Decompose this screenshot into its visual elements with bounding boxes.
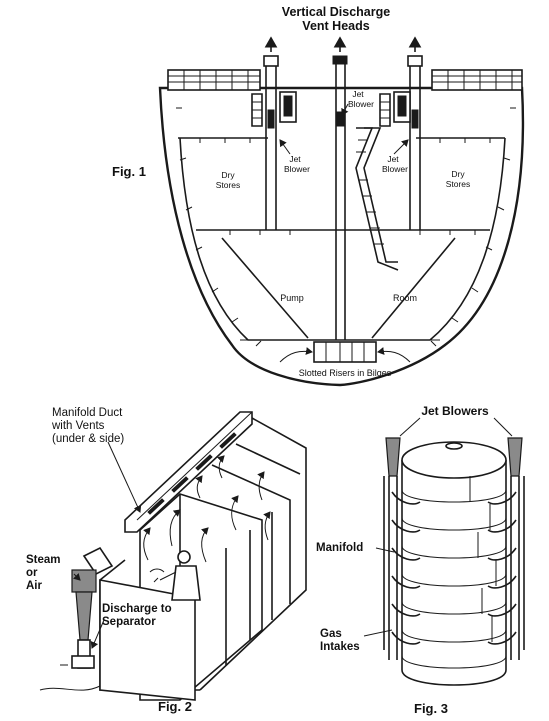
manifold-rings — [391, 491, 517, 645]
worker-figure — [149, 550, 201, 601]
dry-stores-left-line1: Dry — [221, 170, 235, 180]
room-label: Room — [393, 293, 417, 303]
pump-room-walls — [221, 237, 456, 339]
jet-blowers-label: Jet Blowers — [421, 404, 489, 418]
tank-rings — [401, 476, 507, 669]
fig2-manifold-room — [39, 411, 307, 701]
bilge-risers — [279, 341, 411, 363]
left-jet-blower — [383, 437, 401, 660]
fig2-caption: Fig. 2 — [158, 699, 192, 714]
fig1-title-line2: Vent Heads — [302, 19, 369, 33]
jet-blower-center-line2: Blower — [348, 99, 374, 109]
steam-line2: or — [26, 567, 38, 579]
dry-stores-right-line2: Stores — [446, 179, 471, 189]
tank-body — [401, 460, 507, 686]
manifold-duct-line1: Manifold Duct — [52, 407, 123, 419]
discharge-line2: Separator — [102, 616, 156, 628]
right-superstructure — [431, 69, 523, 91]
manifold-label: Manifold — [316, 542, 363, 554]
hull-outline — [158, 86, 525, 387]
pump-label: Pump — [280, 293, 304, 303]
dry-stores-left-line2: Stores — [216, 180, 241, 190]
fig3-caption: Fig. 3 — [414, 701, 448, 716]
fig1-title-line1: Vertical Discharge — [282, 5, 390, 19]
staircase — [355, 127, 399, 271]
jet-blower-right-line1: Jet — [387, 154, 399, 164]
right-vent-head — [379, 36, 423, 230]
jet-blower-left-line1: Jet — [289, 154, 301, 164]
jet-blower-left-line2: Blower — [284, 164, 310, 174]
jet-blower-right-line2: Blower — [382, 164, 408, 174]
jet-blower-center-line1: Jet — [352, 89, 364, 99]
hull-ribs — [176, 107, 516, 347]
fig3-tank — [363, 417, 525, 686]
manifold-duct-line3: (under & side) — [52, 433, 124, 445]
dry-stores-right-line1: Dry — [451, 169, 465, 179]
gas-intakes-line2: Intakes — [320, 641, 360, 653]
gas-intakes-line1: Gas — [320, 628, 342, 640]
discharge-line1: Discharge to — [102, 603, 172, 615]
fig1-ship-section — [158, 36, 525, 387]
right-jet-blower — [507, 437, 525, 660]
left-vent-head — [251, 36, 297, 230]
steam-line3: Air — [26, 580, 43, 592]
manifold-duct-line2: with Vents — [51, 420, 105, 432]
left-superstructure — [167, 69, 261, 91]
steam-line1: Steam — [26, 554, 61, 566]
center-vent-head — [332, 36, 348, 340]
slotted-risers-label: Slotted Risers in Bilges — [299, 368, 392, 378]
fig1-caption: Fig. 1 — [112, 164, 146, 179]
